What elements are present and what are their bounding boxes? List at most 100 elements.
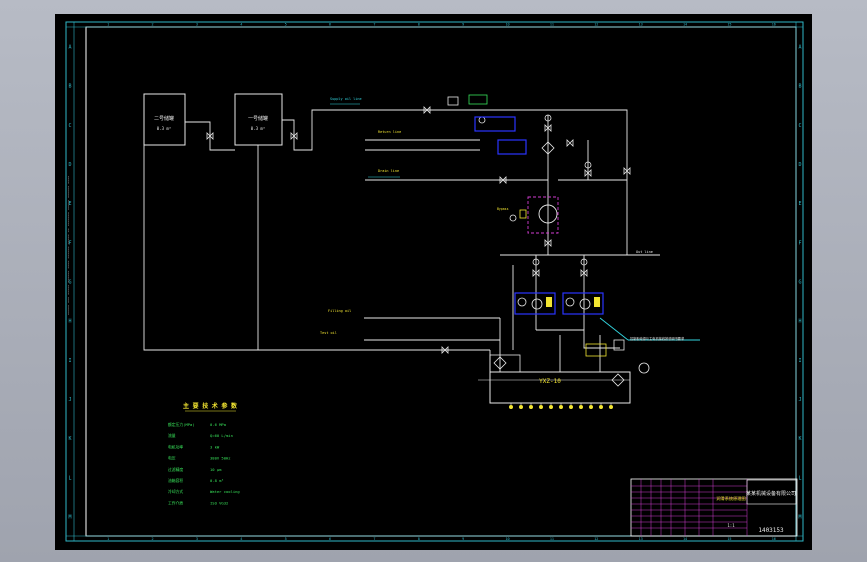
outlet-nozzle-icon xyxy=(549,405,553,409)
unit-inlet-box xyxy=(489,354,521,373)
zone-col-label: 7 xyxy=(373,537,375,541)
motor-icon xyxy=(519,209,527,219)
zone-row-label: A xyxy=(68,45,71,51)
valve-icon xyxy=(544,124,552,132)
drawing-scale: 1:1 xyxy=(727,523,735,528)
zone-row-label: H xyxy=(798,319,801,325)
label-filling: Filling oil xyxy=(328,309,351,313)
zone-row-label: D xyxy=(68,162,71,168)
zone-row-label: C xyxy=(798,123,801,129)
valve-icon xyxy=(544,239,552,247)
zone-col-label: 3 xyxy=(196,23,198,27)
valve-icon xyxy=(566,139,574,147)
zone-row-label: M xyxy=(68,514,71,520)
coupling-icon xyxy=(546,297,552,307)
pressure-gauge-icon xyxy=(544,114,552,122)
param-key: 电压 xyxy=(168,456,176,461)
param-value: Q=60 L/min xyxy=(210,433,233,438)
valve-icon xyxy=(532,269,540,277)
zone-col-label: 15 xyxy=(727,23,731,27)
zone-row-label: C xyxy=(68,123,71,129)
zone-col-label: 8 xyxy=(418,23,420,27)
filter-block xyxy=(474,116,516,132)
margin-note: ~~~~~ ~~~ ~~~~~ ~~~~~~ ~~~~ ~~~~~~ ~~~~~… xyxy=(67,176,71,315)
zone-row-label: J xyxy=(798,397,801,403)
zone-col-label: 8 xyxy=(418,537,420,541)
zone-col-label: 6 xyxy=(329,537,331,541)
zone-col-label: 6 xyxy=(329,23,331,27)
zone-col-label: 3 xyxy=(196,537,198,541)
tank-2-capacity: 0.3 m³ xyxy=(157,126,171,131)
pump-icon xyxy=(538,204,558,224)
tank-1-title: 一号储罐 xyxy=(248,115,268,122)
outlet-nozzle-icon xyxy=(529,405,533,409)
param-key: 过滤精度 xyxy=(168,467,183,472)
pressure-gauge-icon xyxy=(584,161,592,169)
pump-icon xyxy=(531,298,543,310)
zone-col-label: 4 xyxy=(240,537,242,541)
coupling-icon xyxy=(594,297,600,307)
zone-col-label: 13 xyxy=(639,537,643,541)
params-title: 主 要 技 术 参 数 xyxy=(183,402,238,410)
valve-icon xyxy=(623,167,631,175)
zone-col-label: 16 xyxy=(772,537,776,541)
drawing-title: 润滑系统原理图 xyxy=(716,495,745,502)
valve-icon xyxy=(206,132,214,140)
zone-col-label: 12 xyxy=(594,23,598,27)
zone-row-label: F xyxy=(68,240,71,246)
unit-outlets xyxy=(509,403,613,409)
zone-row-label: K xyxy=(798,436,801,442)
param-value: 3 kW xyxy=(210,444,220,449)
pressure-gauge-icon xyxy=(580,258,588,266)
gauges xyxy=(478,114,592,266)
label-return: Return line xyxy=(378,130,401,134)
param-value: 0.8 m³ xyxy=(210,478,224,483)
zone-row-label: L xyxy=(798,475,801,481)
motor-icon xyxy=(517,297,527,307)
pipe-top-supply xyxy=(282,109,628,255)
zone-row-label: E xyxy=(798,201,801,207)
param-key: 冷却方式 xyxy=(168,489,183,494)
pipe-left-main xyxy=(143,94,490,351)
param-value: 380V 50Hz xyxy=(210,456,231,461)
zone-col-markers: 1122334455667788991010111112121313141415… xyxy=(107,23,776,542)
pressure-gauge-icon xyxy=(509,214,517,222)
filter-left xyxy=(514,292,556,315)
zone-row-label: G xyxy=(68,280,71,286)
valve-icon xyxy=(580,269,588,277)
thermometer-icon xyxy=(638,362,650,374)
strainer-icon xyxy=(541,141,555,155)
zone-row-label: B xyxy=(798,84,801,90)
param-key: 流量 xyxy=(168,433,176,438)
zone-col-label: 5 xyxy=(285,537,287,541)
valve-icon xyxy=(441,346,449,354)
unit-name: YXZ-10 xyxy=(539,378,561,385)
valve-icon xyxy=(499,176,507,184)
zone-col-label: 7 xyxy=(373,23,375,27)
label-test: Test oil xyxy=(320,331,337,335)
zone-col-label: 11 xyxy=(550,537,554,541)
pump-icon xyxy=(579,298,591,310)
outlet-nozzle-icon xyxy=(599,405,603,409)
zone-col-label: 5 xyxy=(285,23,287,27)
zone-col-label: 14 xyxy=(683,23,687,27)
strainer-icon xyxy=(493,356,507,370)
level-switch-icon xyxy=(447,96,459,106)
param-value: 0.6 MPa xyxy=(210,422,226,427)
motor-icon xyxy=(565,297,575,307)
tank-1 xyxy=(234,93,283,146)
param-key: 工作介质 xyxy=(168,500,183,505)
param-value: 10 μm xyxy=(210,467,222,472)
label-bypass: Bypass xyxy=(497,207,509,211)
zone-col-label: 1 xyxy=(107,23,109,27)
pressure-gauge-icon xyxy=(532,258,540,266)
thermometer-icon xyxy=(468,94,488,105)
lube-unit xyxy=(489,371,631,404)
heater-icon xyxy=(613,339,625,351)
param-value: ISO VG32 xyxy=(210,500,228,505)
label-drain: Drain line xyxy=(378,169,399,173)
